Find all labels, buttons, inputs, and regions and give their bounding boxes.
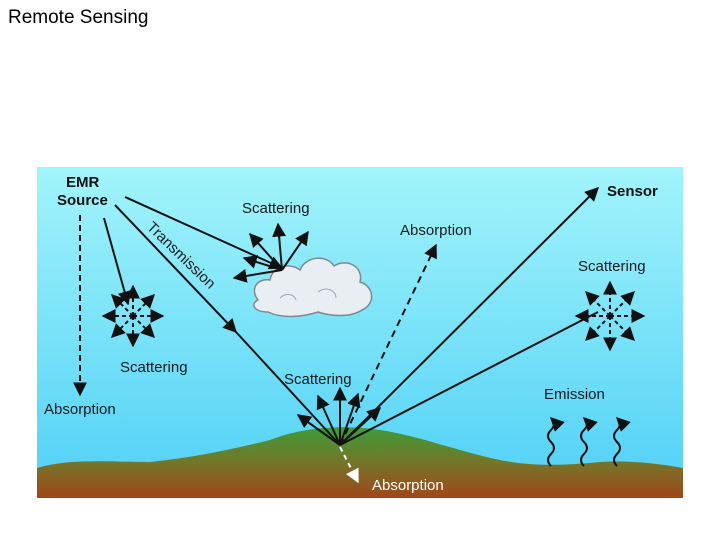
absorption-ground-label: Absorption	[372, 477, 444, 494]
ray-atmosphere-absorption	[339, 243, 437, 446]
absorption-atmosphere-label: Absorption	[400, 222, 472, 239]
emr-source-label-line2: Source	[57, 192, 108, 209]
remote-sensing-diagram: EMR Source Sensor Scattering Absorption …	[37, 167, 683, 498]
scattering-right-label: Scattering	[578, 258, 646, 275]
scattering-ground-label: Scattering	[284, 371, 352, 388]
scattering-left-label: Scattering	[120, 359, 188, 376]
emr-rays	[73, 187, 599, 446]
sensor-label: Sensor	[607, 183, 658, 200]
ray-left-scatter	[103, 217, 132, 306]
ray-to-sensor	[339, 187, 599, 446]
absorption-left-label: Absorption	[44, 401, 116, 418]
emr-source-label-line1: EMR	[66, 174, 100, 191]
scattering-cloud-label: Scattering	[242, 200, 310, 217]
emission-arrows	[547, 417, 631, 467]
ray-transmission-to-ground	[235, 331, 341, 446]
emission-label: Emission	[544, 386, 605, 403]
ray-right-scatter	[339, 311, 599, 446]
ground	[37, 427, 683, 498]
ground-scatter-arrows	[296, 386, 382, 446]
left-scatter-star	[101, 284, 165, 348]
right-scatter-star	[574, 280, 646, 352]
ray-transmission	[114, 204, 237, 334]
slide-title: Remote Sensing	[8, 7, 149, 28]
ground-absorption-arrow	[339, 446, 359, 484]
cloud-scatter-arrows	[232, 222, 309, 283]
